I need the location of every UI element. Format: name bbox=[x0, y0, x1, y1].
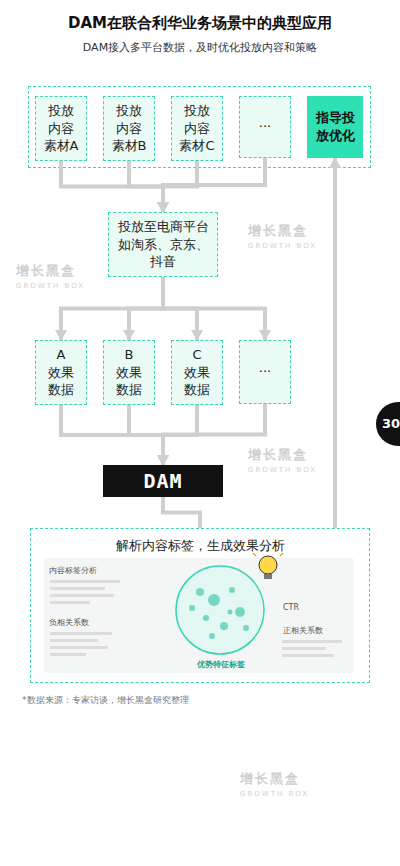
watermark: 增长黑盒 bbox=[240, 770, 300, 788]
node-text: B bbox=[125, 346, 134, 364]
watermark: GROWTH BOX bbox=[16, 282, 85, 290]
node-text: 效果数据 bbox=[116, 364, 142, 399]
node-text: DAM bbox=[143, 469, 182, 493]
connector bbox=[129, 161, 163, 212]
node-text: 投放内容素材B bbox=[110, 102, 148, 155]
connector bbox=[333, 158, 337, 528]
chart-label: 内容标签分析 bbox=[49, 565, 97, 576]
node-text: A bbox=[57, 346, 66, 364]
result-box: B效果数据 bbox=[103, 340, 155, 405]
result-box: ··· bbox=[239, 340, 291, 404]
chart-label: 负相关系数 bbox=[49, 617, 89, 628]
optimize-box: 指导投放优化 bbox=[307, 96, 363, 158]
node-text: 效果数据 bbox=[48, 364, 74, 399]
watermark: 增长黑盒 bbox=[16, 262, 76, 280]
node-text: C bbox=[192, 346, 201, 364]
watermark: GROWTH BOX bbox=[248, 242, 317, 250]
material-box: 投放内容素材B bbox=[103, 96, 155, 161]
watermark: GROWTH BOX bbox=[240, 790, 309, 798]
page-number: 30 bbox=[376, 402, 400, 446]
connector bbox=[163, 497, 200, 528]
chart-label: 优势特征标签 bbox=[197, 659, 245, 670]
material-box: 投放内容素材C bbox=[171, 96, 223, 161]
material-box: 投放内容素材A bbox=[35, 96, 87, 161]
node-text: ··· bbox=[259, 363, 271, 381]
dam-box: DAM bbox=[103, 465, 223, 497]
connector bbox=[129, 277, 163, 340]
chart-label: CTR bbox=[283, 603, 299, 612]
node-text: 解析内容标签，生成效果分析 bbox=[116, 537, 285, 555]
result-box: C效果数据 bbox=[171, 340, 223, 405]
subtitle: DAM接入多平台数据，及时优化投放内容和策略 bbox=[0, 40, 400, 55]
node-text: 效果数据 bbox=[184, 364, 210, 399]
connector bbox=[163, 158, 265, 212]
watermark: GROWTH BOX bbox=[248, 466, 317, 474]
analysis-box: 解析内容标签，生成效果分析内容标签分析负相关系数 CTR 正相关系数优势特征标签 bbox=[30, 528, 370, 683]
watermark: 增长黑盒 bbox=[248, 222, 308, 240]
material-box: ··· bbox=[239, 96, 291, 158]
node-text: 投放内容素材C bbox=[178, 102, 216, 155]
platform-box: 投放至电商平台 如淘系、京东、抖音 bbox=[108, 212, 218, 277]
result-box: A效果数据 bbox=[35, 340, 87, 405]
node-text: ··· bbox=[259, 118, 271, 136]
connector bbox=[163, 277, 265, 340]
connector bbox=[129, 405, 163, 465]
connector bbox=[61, 161, 163, 212]
chart-label: 正相关系数 bbox=[283, 625, 323, 636]
watermark: 增长黑盒 bbox=[248, 446, 308, 464]
connector bbox=[61, 405, 163, 465]
node-text: 投放至电商平台 如淘系、京东、抖音 bbox=[115, 218, 211, 271]
title: DAM在联合利华业务场景中的典型应用 bbox=[0, 14, 400, 33]
node-text: 指导投放优化 bbox=[315, 109, 355, 144]
node-text: 投放内容素材A bbox=[42, 102, 80, 155]
caption: *数据来源：专家访谈，增长黑盒研究整理 bbox=[22, 694, 189, 707]
